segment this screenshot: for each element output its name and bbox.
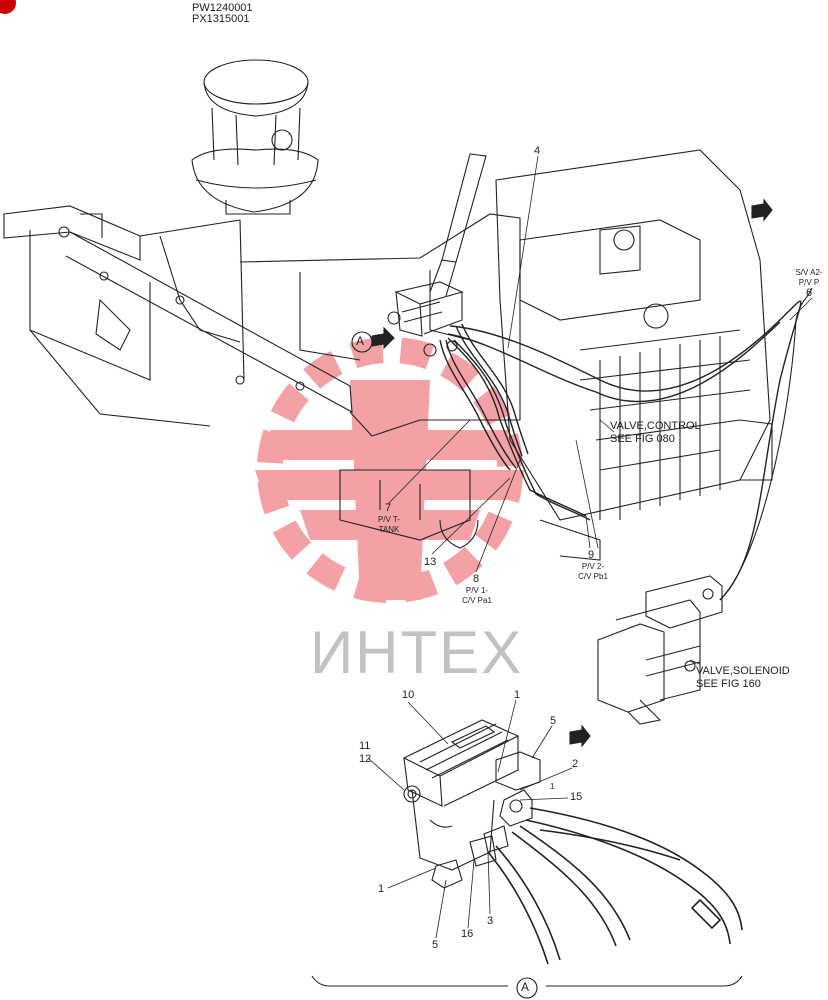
detail-callout-15: 15 [570,791,583,803]
callout-8-desc-line-2: C/V Pa1 [462,596,492,605]
serial-number-2: PX1315001 [192,13,250,25]
detail-callout-12: 12 [359,753,372,765]
operator-seat [191,59,319,215]
control-lever [429,153,487,297]
serial-number-1: PW1240001 [192,2,253,14]
solenoid-valve-ref-line-2: SEE FIG 160 [696,678,761,690]
watermark-logo [255,337,525,603]
pilot-valve-detail [402,719,541,889]
detail-callout-5-bottom: 5 [432,939,439,951]
detail-callout-10: 10 [402,689,415,701]
detail-callout-2: 2 [572,758,579,770]
view-marker-main: A [356,334,365,348]
callout-6-desc-line-2: P/V P [798,278,820,287]
detail-callout-5-top: 5 [550,715,557,727]
detail-callout-3: 3 [487,915,494,927]
callout-7-description: P/V T- TANK [372,515,406,535]
leader-lines-main [387,155,813,665]
control-valve-ref: VALVE,CONTROL SEE FIG 080 [610,420,701,446]
callout-7: 7 [385,502,392,514]
callout-8-desc-line-1: P/V 1- [465,586,489,595]
solenoid-valve-assembly [597,287,813,725]
callout-9: 9 [588,549,595,561]
detail-callout-11: 11 [359,740,371,752]
callout-9-description: P/V 2- C/V Pb1 [574,562,612,582]
hoses-main [439,300,802,601]
view-arrow-detail [569,724,591,748]
view-marker-detail-circle [516,977,538,999]
hoses-detail [487,807,743,965]
callout-6-description: S/V A2- P/V P [794,268,824,288]
callout-9-desc-line-2: C/V Pb1 [578,572,608,581]
solenoid-valve-ref: VALVE,SOLENOID SEE FIG 160 [696,665,790,691]
view-marker-detail: A [521,980,530,994]
callout-8: 8 [473,573,480,585]
callout-9-desc-line-1: P/V 2- [581,562,605,571]
callout-13: 13 [424,556,437,568]
view-marker-main-circle [351,331,373,353]
callout-7-desc-line-2: TANK [378,525,400,534]
corner-badge [0,0,16,14]
detail-callout-1-bottom: 1 [378,883,385,895]
detail-callout-1-mid: 1 [550,782,555,791]
detail-callout-1-top: 1 [514,689,521,701]
view-arrow-top-right [751,198,773,222]
view-arrow-main [371,326,395,350]
callout-8-description: P/V 1- C/V Pa1 [458,586,496,606]
control-valve-ref-line-2: SEE FIG 080 [610,433,675,445]
solenoid-valve-ref-line-1: VALVE,SOLENOID [696,665,790,677]
line-art [3,59,813,999]
leader-lines-detail [367,699,573,939]
control-valve-ref-line-1: VALVE,CONTROL [610,420,701,432]
callout-6-desc-line-1: S/V A2- [795,268,823,277]
callout-4: 4 [534,145,541,157]
detail-callout-16: 16 [461,928,474,940]
pilot-valve-main [387,281,464,357]
mounting-plate [239,213,521,549]
control-valve-block [495,149,773,561]
callout-7-desc-line-1: P/V T- [377,515,401,524]
callout-6: 6 [806,287,813,299]
left-frame [3,205,353,427]
detail-bracket [311,975,743,987]
watermark-text: ИНТЕХ [310,619,524,686]
